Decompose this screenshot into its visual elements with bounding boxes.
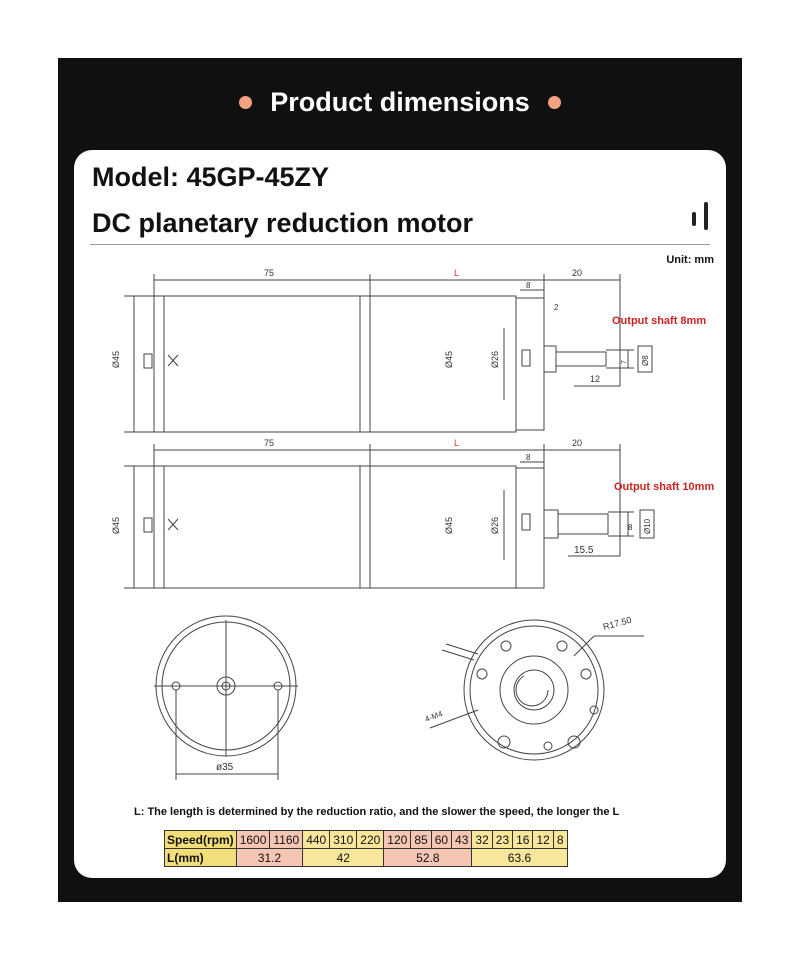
d2-dia-body: Ø45 [111, 517, 121, 534]
length-cell: 52.8 [383, 848, 473, 867]
rear-pitch: ø35 [216, 762, 234, 773]
side-view-2: 75 L 20 8 Ø45 Ø45 Ø26 [111, 438, 714, 589]
front-view: R17.50 4-M4 [424, 615, 644, 761]
dot-left-icon [239, 95, 253, 109]
d1-flat: 7 [621, 360, 628, 364]
length-cell: 31.2 [235, 848, 304, 867]
d2-dia-gear: Ø45 [444, 517, 454, 534]
speed-cell: 60 [430, 830, 453, 849]
d1-dia-shaft: Ø8 [641, 355, 650, 366]
speed-cell: 12 [532, 830, 554, 849]
speed-cell: 220 [356, 830, 385, 849]
d1-len-gear: L [454, 268, 459, 278]
d1-len-shaft: 20 [572, 268, 582, 278]
d2-shaft-label: Output shaft 10mm [614, 481, 714, 493]
length-cell: 63.6 [471, 848, 568, 867]
speed-cell: 8 [552, 830, 568, 849]
length-header: L(mm) [164, 848, 237, 867]
speed-cell: 1160 [269, 830, 304, 849]
d1-dia-gear: Ø45 [444, 351, 454, 368]
speed-cell: 1600 [235, 830, 271, 849]
speed-cell: 310 [329, 830, 358, 849]
d2-dim-a: 8 [526, 453, 531, 462]
d1-shaft-label: Output shaft 8mm [612, 315, 706, 327]
bar-tall-icon [704, 202, 708, 230]
d1-dim-a: 8 [526, 281, 531, 290]
d1-shaft-len: 12 [590, 374, 600, 384]
d2-shaft-len: 15.5 [574, 545, 594, 556]
length-cell: 42 [302, 848, 385, 867]
speed-cell: 23 [491, 830, 514, 849]
d2-dia-shaft: Ø10 [643, 518, 652, 534]
speed-cell: 120 [383, 830, 412, 849]
d1-dia-body: Ø45 [111, 351, 121, 368]
d1-len-body: 75 [264, 268, 274, 278]
unit-label: Unit: mm [666, 254, 714, 266]
speed-cell: 440 [302, 830, 331, 849]
title-divider [90, 244, 710, 245]
page-title: Product dimensions [270, 86, 530, 117]
side-view-1: 75 L 20 8 2 Ø45 Ø45 Ø26 [111, 268, 706, 433]
d2-len-gear: L [454, 438, 459, 448]
technical-drawing: 75 L 20 8 2 Ø45 Ø45 Ø26 [111, 268, 714, 780]
product-subtitle: DC planetary reduction motor [92, 208, 474, 238]
d1-dim-b: 2 [554, 303, 559, 312]
d1-dia-boss: Ø26 [490, 351, 500, 368]
model-title: Model: 45GP-45ZY [92, 162, 330, 192]
d2-len-body: 75 [264, 438, 274, 448]
d2-dia-boss: Ø26 [490, 517, 500, 534]
speed-cell: 32 [471, 830, 493, 849]
speed-cell: 16 [512, 830, 534, 849]
speed-cell: 85 [410, 830, 432, 849]
length-note: L: The length is determined by the reduc… [134, 806, 620, 818]
speed-cell: 43 [451, 830, 473, 849]
rear-view: ø35 [154, 615, 298, 780]
d2-len-shaft: 20 [572, 438, 582, 448]
front-holes: 4-M4 [424, 709, 445, 724]
page-header: Product dimensions [58, 72, 742, 132]
d2-flat: 8 [628, 523, 633, 532]
bar-short-icon [692, 212, 696, 226]
front-radius: R17.50 [602, 615, 633, 632]
dot-right-icon [547, 95, 561, 109]
speed-header: Speed(rpm) [164, 830, 237, 849]
content-card: Model: 45GP-45ZY DC planetary reduction … [74, 150, 726, 878]
